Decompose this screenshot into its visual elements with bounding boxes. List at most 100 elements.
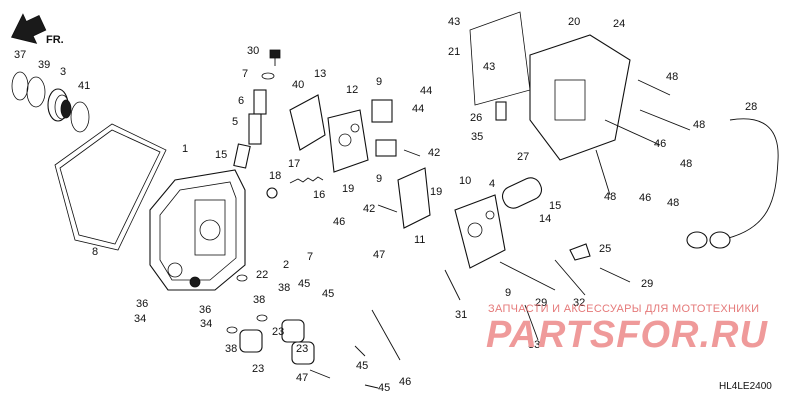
part-callout-number: 30 — [247, 45, 259, 57]
o-ring-small-part-icon — [261, 72, 275, 80]
part-callout-number: 25 — [599, 243, 611, 255]
part-callout-number: 41 — [78, 80, 90, 92]
part-callout-number: 11 — [414, 234, 425, 246]
part-callout-number: 34 — [200, 318, 212, 330]
part-callout-number: 21 — [448, 46, 460, 58]
part-callout-number: 9 — [505, 287, 511, 299]
pressure-switch-part-icon — [239, 319, 315, 365]
part-callout-number: 3 — [60, 66, 66, 78]
part-callout-number: 37 — [14, 49, 26, 61]
part-callout-number: 1 — [182, 143, 188, 155]
part-callout-number: 6 — [238, 95, 244, 107]
separator-plate-part-icon — [289, 94, 326, 151]
pin-part-icon — [377, 149, 421, 213]
part-callout-number: 48 — [667, 197, 679, 209]
o-ring-part-icon — [26, 76, 46, 108]
part-callout-number: 13 — [314, 68, 326, 80]
part-callout-number: 44 — [412, 103, 424, 115]
diagram-code: HL4LE2400 — [719, 381, 772, 392]
part-callout-number: 46 — [654, 138, 666, 150]
part-callout-number: 46 — [399, 376, 411, 388]
sensor-part-icon — [495, 101, 507, 121]
part-callout-number: 15 — [549, 200, 561, 212]
part-callout-number: 19 — [430, 186, 442, 198]
part-callout-number: 48 — [604, 191, 616, 203]
part-callout-number: 45 — [356, 360, 368, 372]
part-callout-number: 43 — [448, 16, 460, 28]
shift-solenoid-part-icon — [371, 99, 397, 157]
part-callout-number: 45 — [378, 382, 390, 394]
part-callout-number: 14 — [539, 213, 551, 225]
valve-body-part-icon — [327, 109, 369, 173]
front-direction-arrow-icon — [11, 13, 47, 44]
transmission-case-part-icon — [149, 169, 246, 291]
part-callout-number: 42 — [428, 147, 440, 159]
part-callout-number: 46 — [639, 192, 651, 204]
long-bolt-part-icon — [444, 259, 631, 341]
valve-body-lower-part-icon — [454, 194, 506, 269]
part-callout-number: 33 — [528, 339, 540, 351]
part-callout-number: 46 — [333, 216, 345, 228]
bottom-bolt-part-icon — [309, 309, 401, 389]
part-callout-number: 16 — [313, 189, 325, 201]
part-callout-number: 48 — [693, 119, 705, 131]
part-callout-number: 17 — [288, 158, 300, 170]
washer-part-icon — [226, 274, 268, 334]
part-callout-number: 24 — [613, 18, 625, 30]
watermark-tagline: ЗАПЧАСТИ И АКСЕССУАРЫ ДЛЯ МОТОТЕХНИКИ — [488, 303, 760, 315]
part-callout-number: 9 — [376, 173, 382, 185]
part-callout-number: 40 — [292, 79, 304, 91]
part-callout-number: 12 — [346, 84, 358, 96]
front-direction-label: FR. — [46, 34, 64, 46]
wire-harness-part-icon — [686, 118, 779, 249]
cover-gasket-part-icon — [469, 11, 531, 106]
part-callout-number: 15 — [215, 149, 227, 161]
part-callout-number: 39 — [38, 59, 50, 71]
part-callout-number: 32 — [573, 297, 585, 309]
part-callout-number: 26 — [470, 112, 482, 124]
part-callout-number: 2 — [283, 259, 289, 271]
part-callout-number: 4 — [489, 178, 495, 190]
part-callout-number: 38 — [278, 282, 290, 294]
large-o-ring-part-icon — [70, 101, 90, 133]
part-callout-number: 48 — [680, 158, 692, 170]
part-callout-number: 28 — [745, 101, 757, 113]
part-callout-number: 27 — [517, 151, 529, 163]
part-callout-number: 22 — [256, 269, 268, 281]
part-callout-number: 7 — [307, 251, 313, 263]
transmission-cover-part-icon — [529, 34, 631, 161]
bolt-part-icon — [269, 49, 281, 66]
part-callout-number: 20 — [568, 16, 580, 28]
part-callout-number: 44 — [420, 85, 432, 97]
bracket-part-icon — [569, 243, 591, 261]
part-callout-number: 7 — [242, 68, 248, 80]
part-callout-number: 48 — [666, 71, 678, 83]
part-callout-number: 36 — [199, 304, 211, 316]
part-callout-number: 9 — [376, 76, 382, 88]
part-callout-number: 23 — [272, 326, 284, 338]
linear-solenoid-part-icon — [501, 177, 543, 209]
part-callout-number: 47 — [296, 372, 308, 384]
oil-seal-part-icon — [47, 88, 72, 122]
part-callout-number: 45 — [298, 278, 310, 290]
part-callout-number: 29 — [641, 278, 653, 290]
part-callout-number: 42 — [363, 203, 375, 215]
part-callout-number: 5 — [232, 116, 238, 128]
part-callout-number: 36 — [136, 298, 148, 310]
part-callout-number: 31 — [455, 309, 467, 321]
part-callout-number: 18 — [269, 170, 281, 182]
part-callout-number: 29 — [535, 297, 547, 309]
part-callout-number: 45 — [322, 288, 334, 300]
spring-part-icon — [266, 176, 324, 199]
part-callout-number: 38 — [225, 343, 237, 355]
part-callout-number: 35 — [471, 131, 483, 143]
oil-pipe-part-icon — [233, 89, 267, 169]
case-gasket-part-icon — [54, 123, 167, 251]
flange-bolt-part-icon — [595, 79, 691, 196]
part-callout-number: 23 — [252, 363, 264, 375]
part-callout-number: 10 — [459, 175, 471, 187]
watermark-logo: PARTSFOR.RU — [486, 314, 768, 356]
